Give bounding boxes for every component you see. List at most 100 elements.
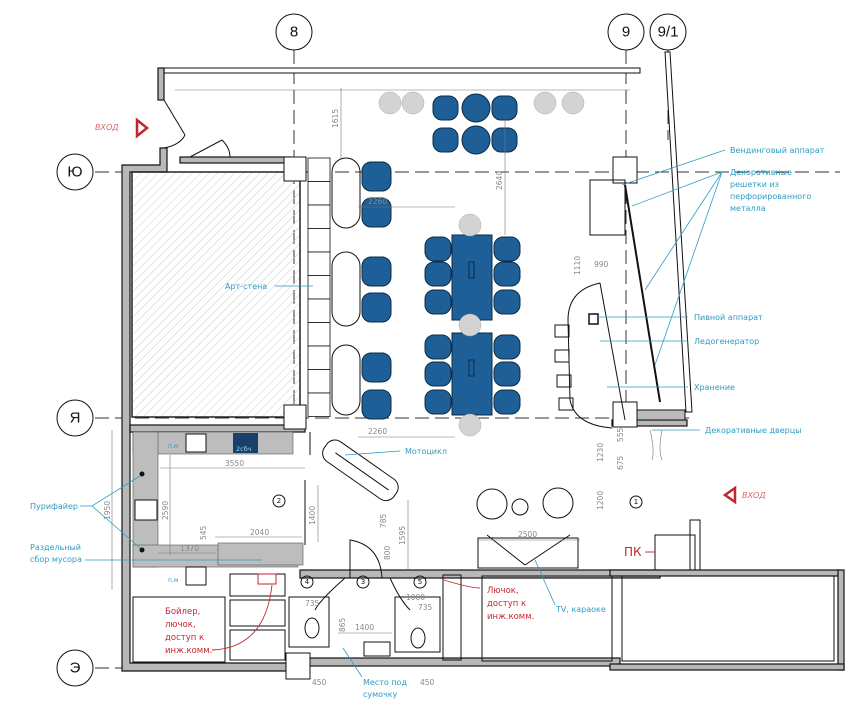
sofa-cushion: [307, 251, 331, 276]
svg-text:сумочку: сумочку: [363, 690, 398, 699]
decorative-plants: [378, 91, 585, 437]
svg-text:2260: 2260: [368, 427, 387, 436]
svg-text:2640: 2640: [495, 171, 504, 190]
svg-text:сбор мусора: сбор мусора: [30, 555, 82, 564]
axis-marker-e: Э: [56, 649, 94, 687]
svg-text:п.м: п.м: [168, 577, 178, 584]
plant: [458, 413, 482, 437]
chairs: [361, 95, 521, 420]
sofa-cushion: [307, 392, 331, 417]
svg-text:инж.комм.: инж.комм.: [487, 612, 534, 622]
chair: [493, 261, 521, 287]
axis-marker-9-1: 9/1: [649, 13, 687, 51]
chair: [493, 361, 521, 387]
bar-counter: [554, 179, 686, 461]
svg-text:2сбч: 2сбч: [236, 445, 252, 453]
chair: [361, 161, 392, 192]
svg-text:3: 3: [361, 578, 365, 586]
svg-text:Лючок,: Лючок,: [487, 586, 519, 596]
svg-text:инж.комм.: инж.комм.: [165, 646, 212, 656]
chair: [424, 334, 452, 360]
structural-columns: [283, 156, 638, 680]
red-annotations: Бойлер, лючок, доступ к инж.комм. Лючок,…: [165, 545, 655, 656]
glazing-wall: [157, 51, 693, 413]
svg-text:1400: 1400: [355, 623, 374, 632]
svg-text:Мотоцикл: Мотоцикл: [405, 447, 447, 456]
svg-text:решетки из: решетки из: [730, 180, 779, 189]
sofa-cushion: [307, 228, 331, 253]
svg-text:Раздельный: Раздельный: [30, 543, 81, 552]
axis-marker-9: 9: [607, 13, 645, 51]
chair: [491, 95, 518, 121]
svg-text:Ю: Ю: [67, 164, 82, 181]
axis-marker-yu: Ю: [56, 153, 94, 191]
chair: [424, 361, 452, 387]
plant: [458, 313, 482, 337]
entrance-marker-top: ВХОД: [95, 117, 150, 139]
svg-text:9/1: 9/1: [658, 24, 679, 41]
svg-text:Хранение: Хранение: [694, 383, 735, 392]
svg-text:735: 735: [418, 603, 433, 612]
sofa-cushion: [307, 322, 331, 347]
svg-text:5: 5: [418, 578, 422, 586]
entrance-marker-right: ВХОД: [722, 485, 766, 505]
svg-text:Я: Я: [70, 410, 81, 427]
motorcycle: [322, 439, 399, 502]
chair: [493, 389, 521, 415]
banquette-sofa: [307, 157, 331, 417]
svg-text:800: 800: [383, 545, 392, 560]
svg-text:2040: 2040: [250, 528, 269, 537]
entrance-door[interactable]: [163, 99, 231, 158]
svg-text:Пивной аппарат: Пивной аппарат: [694, 313, 763, 322]
chair: [361, 292, 392, 323]
service-rooms: [132, 519, 835, 663]
svg-text:2590: 2590: [161, 501, 170, 520]
svg-text:675: 675: [616, 455, 625, 470]
svg-text:TV, караоке: TV, караоке: [555, 605, 606, 614]
chair: [424, 236, 452, 262]
svg-text:555: 555: [616, 427, 625, 442]
axis-marker-ya: Я: [56, 399, 94, 437]
svg-text:1000: 1000: [406, 593, 425, 602]
svg-text:2: 2: [277, 497, 281, 505]
room-numbers: 1 2 3 4 5: [272, 494, 643, 589]
svg-text:Декоративные дверцы: Декоративные дверцы: [705, 426, 801, 435]
svg-text:8: 8: [290, 24, 298, 41]
plant: [458, 213, 482, 237]
lounge-chairs: [476, 487, 574, 520]
svg-text:1230: 1230: [596, 443, 605, 462]
svg-text:1615: 1615: [331, 109, 340, 128]
chair: [361, 197, 392, 228]
sofa-cushion: [307, 204, 331, 229]
svg-text:2500: 2500: [518, 530, 537, 539]
sofa-cushion: [307, 157, 331, 182]
svg-text:4: 4: [305, 578, 310, 586]
svg-text:1: 1: [634, 498, 638, 506]
svg-text:545: 545: [199, 525, 208, 540]
svg-text:Э: Э: [70, 660, 81, 677]
sofa-cushion: [307, 181, 331, 206]
svg-text:перфорированного: перфорированного: [730, 192, 811, 201]
svg-text:1595: 1595: [398, 526, 407, 545]
chair: [424, 289, 452, 315]
art-wall-area: [131, 171, 301, 418]
svg-text:2260: 2260: [368, 197, 387, 206]
svg-text:Вендинговый аппарат: Вендинговый аппарат: [730, 146, 825, 155]
svg-text:785: 785: [379, 513, 388, 528]
chair: [432, 95, 459, 121]
svg-text:п.м: п.м: [168, 443, 178, 450]
chair: [493, 334, 521, 360]
kitchen: [132, 431, 311, 586]
chair: [432, 127, 459, 153]
svg-text:3550: 3550: [225, 459, 244, 468]
svg-text:ВХОД: ВХОД: [742, 491, 766, 500]
plant: [378, 91, 402, 115]
chair: [493, 289, 521, 315]
svg-text:Декоративные: Декоративные: [730, 168, 792, 177]
oval-tables: [331, 157, 361, 416]
svg-text:865: 865: [338, 617, 347, 632]
svg-text:1950: 1950: [103, 501, 112, 520]
svg-text:Ледогенератор: Ледогенератор: [694, 337, 759, 346]
sofa-cushion: [307, 369, 331, 394]
annotations: Вендинговый аппарат Декоративные решетки…: [30, 146, 825, 699]
